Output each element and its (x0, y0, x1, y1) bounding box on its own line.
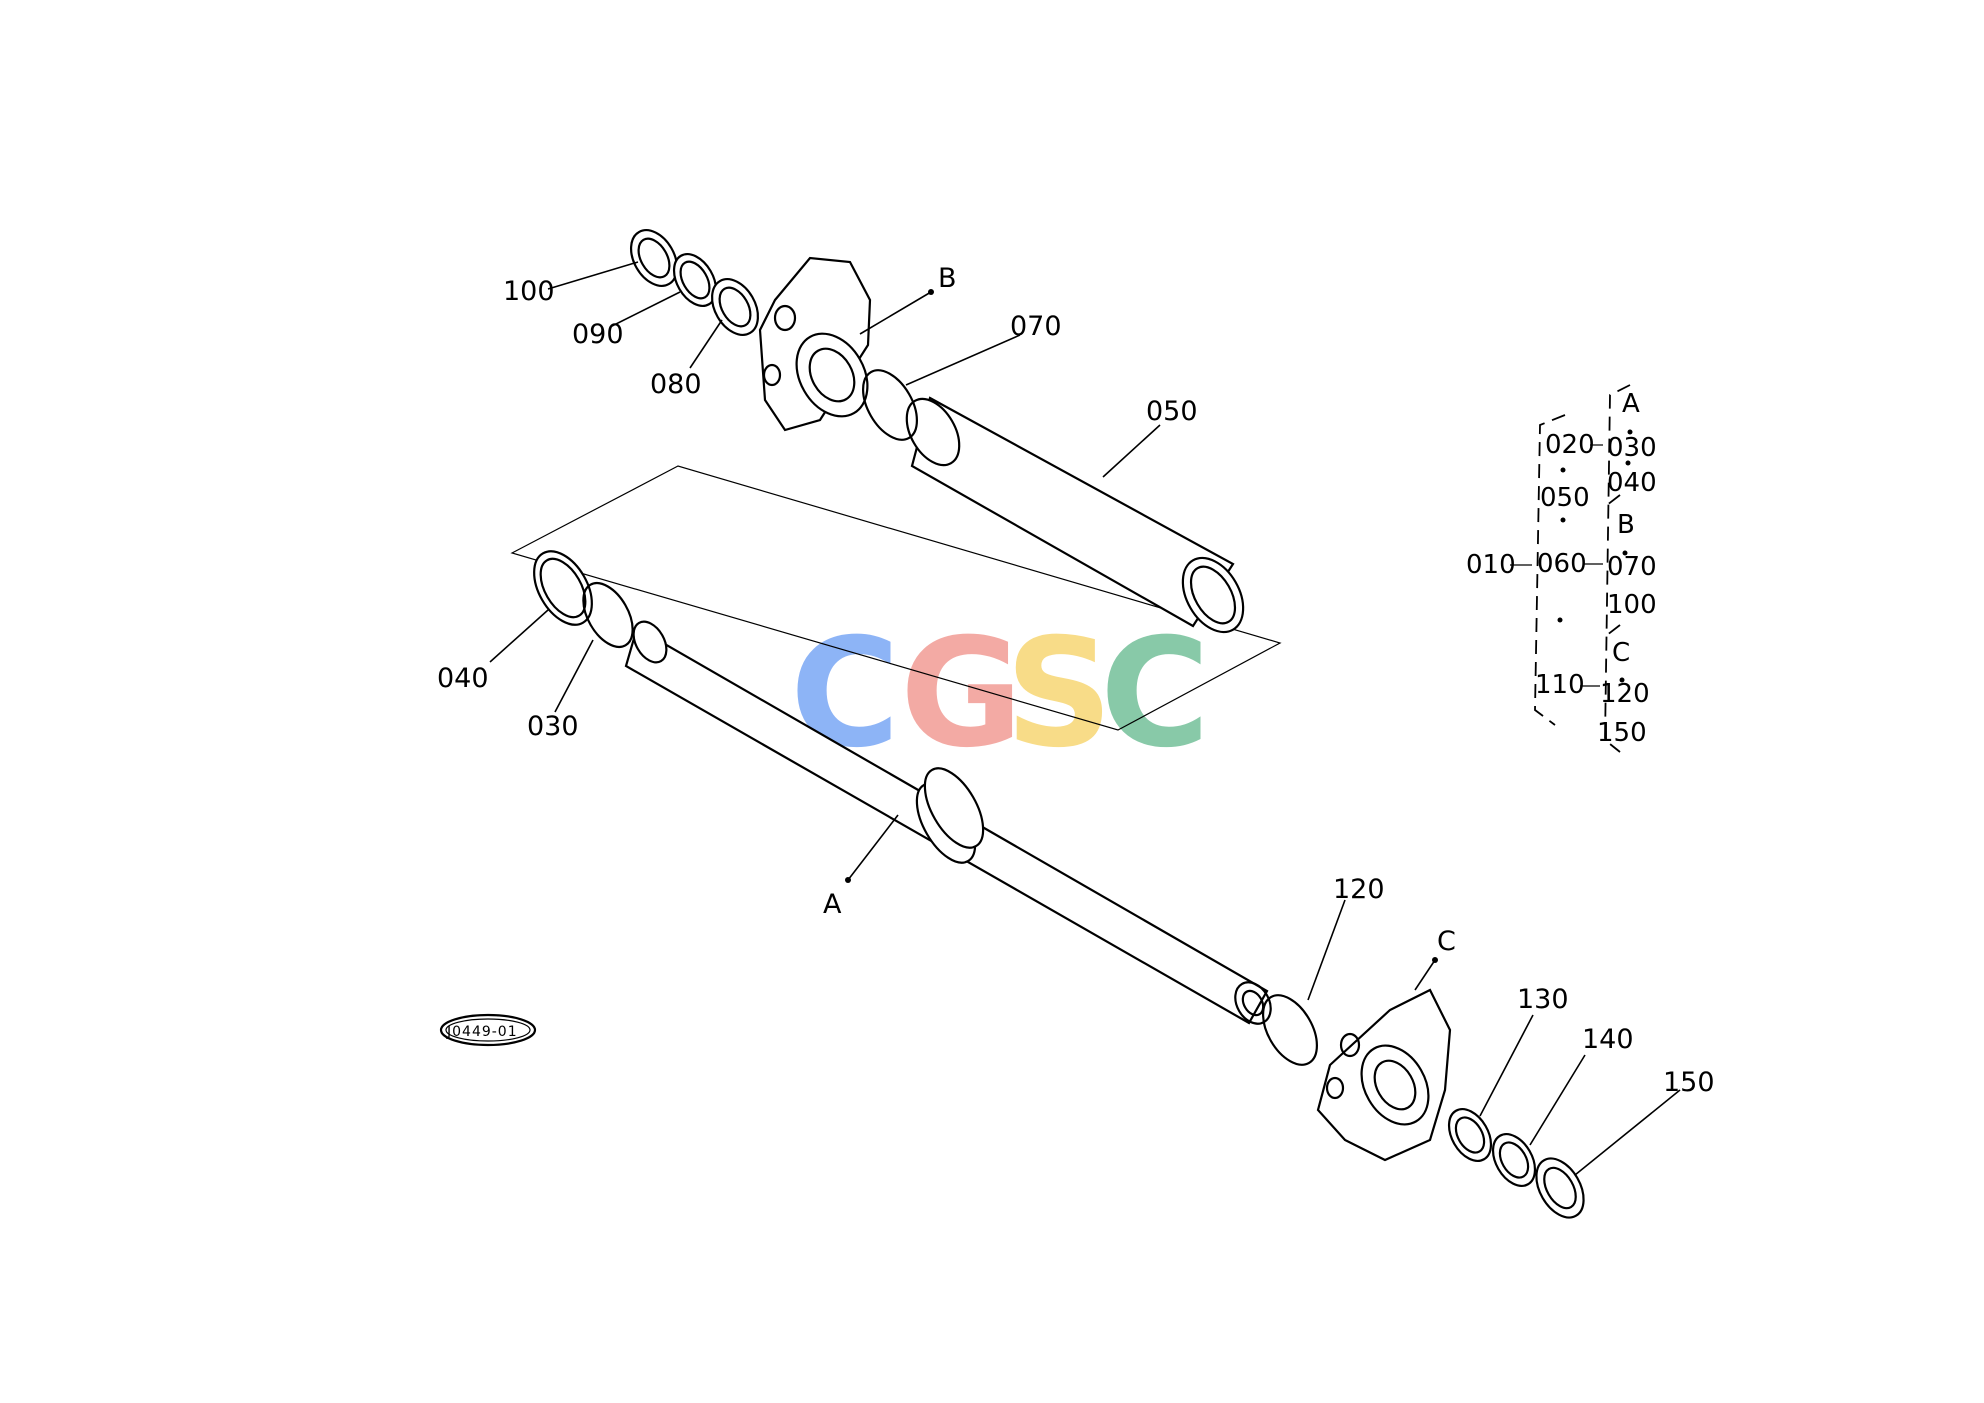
seal-150 (1535, 1157, 1585, 1219)
legend-020: 020 (1545, 430, 1595, 460)
callout-labels: 100 090 080 070 050 040 030 120 130 140 … (437, 263, 1715, 1098)
bottom-block-c (1316, 988, 1452, 1162)
legend-040: 040 (1607, 468, 1657, 498)
point-label-c: C (1437, 926, 1456, 957)
ring-090 (672, 253, 718, 307)
ring-140 (1491, 1133, 1537, 1187)
legend-110: 110 (1535, 670, 1585, 700)
callout-100: 100 (503, 276, 555, 307)
callout-130: 130 (1517, 984, 1569, 1015)
watermark: C G S C (790, 607, 1210, 781)
legend-050: 050 (1540, 483, 1590, 513)
callout-120: 120 (1333, 874, 1385, 905)
callout-070: 070 (1010, 311, 1062, 342)
drawing-code: J0449-01 (446, 1024, 518, 1040)
o-ring-070 (861, 369, 919, 441)
legend-060: 060 (1537, 549, 1587, 579)
seal-100 (629, 229, 679, 287)
o-ring-120 (1261, 994, 1319, 1066)
ring-130 (1447, 1108, 1493, 1162)
callout-030: 030 (527, 711, 579, 742)
legend-150: 150 (1597, 718, 1647, 748)
legend-group-a: A (1622, 389, 1640, 419)
legend-group-b: B (1617, 510, 1635, 540)
piston-rod (624, 620, 1272, 1025)
assembly-legend: 010 020 050 060 110 A 030 040 B 070 100 … (1466, 384, 1657, 753)
legend-group-c: C (1612, 638, 1630, 668)
ring-080 (710, 278, 760, 336)
callout-080: 080 (650, 369, 702, 400)
o-ring-030 (582, 581, 634, 649)
drawing-code-badge: J0449-01 (439, 1013, 537, 1047)
point-label-b: B (938, 263, 957, 294)
watermark-letter-2: G (900, 607, 1023, 781)
seal-040 (533, 550, 593, 626)
callout-090: 090 (572, 319, 624, 350)
cylinder-tube (905, 396, 1245, 634)
callout-150: 150 (1663, 1067, 1715, 1098)
watermark-letter-3: S (1005, 607, 1113, 781)
watermark-letter-4: C (1100, 607, 1210, 781)
legend-120: 120 (1600, 679, 1650, 709)
assembly-frame (510, 465, 1282, 731)
rod-head-b (758, 256, 872, 432)
leader-lines (489, 261, 1681, 1176)
callout-040: 040 (437, 663, 489, 694)
point-label-a: A (823, 889, 842, 920)
legend-030: 030 (1607, 433, 1657, 463)
callout-050: 050 (1146, 396, 1198, 427)
legend-100: 100 (1607, 590, 1657, 620)
callout-140: 140 (1582, 1024, 1634, 1055)
legend-010: 010 (1466, 550, 1516, 580)
legend-070: 070 (1607, 552, 1657, 582)
